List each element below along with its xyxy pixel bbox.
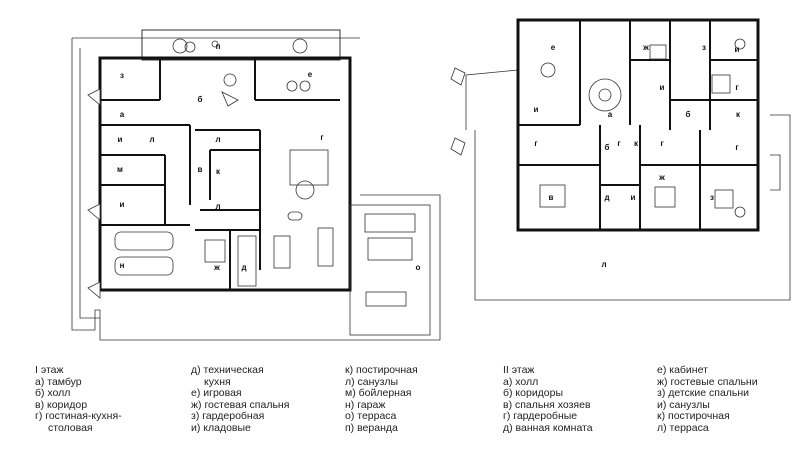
legend-item: д) ванная комната	[503, 421, 593, 434]
legend-item: к) постирочная	[345, 364, 418, 376]
legend-item: е) игровая	[191, 387, 242, 400]
floor1-terrace-outline	[71, 38, 441, 341]
legend-heading: II этаж	[503, 364, 535, 376]
legend-item: г) гардеробные	[503, 410, 578, 423]
floor1-house	[98, 56, 352, 292]
room-label: г	[660, 139, 664, 148]
legend-item: л) терраса	[657, 421, 709, 434]
floor1-legend-col3: к) постирочная л) санузлы м) бойлерная н…	[345, 364, 418, 435]
legend-item: н) гараж	[345, 398, 386, 411]
floor1-terrace	[349, 204, 431, 336]
room-label: г	[735, 83, 739, 92]
floor2-terrace-outline	[474, 114, 791, 301]
room-label: п	[216, 42, 221, 51]
room-label: л	[601, 260, 606, 269]
room-label: з	[120, 71, 124, 80]
room-label: г	[320, 133, 324, 142]
room-label: з	[702, 43, 706, 52]
room-label: л	[215, 135, 220, 144]
legend-item: б) коридоры	[503, 387, 564, 400]
legend-item: ж) гостевая спальня	[191, 398, 290, 411]
room-label: ж	[658, 173, 665, 182]
floor2-legend-col1: II этаж а) холл б) коридоры в) спальня х…	[503, 364, 593, 435]
legend-item: з) гардеробная	[191, 410, 265, 423]
legend-item: е) кабинет	[657, 364, 708, 376]
room-label: ж	[642, 43, 649, 52]
legend-item: г) гостиная-кухня-	[35, 410, 122, 423]
legend-item: кухня	[204, 375, 231, 388]
floor1-legend-col1: I этаж а) тамбур б) холл в) коридор г) г…	[35, 364, 122, 435]
room-label: б	[605, 143, 610, 152]
floor1-veranda	[141, 29, 341, 61]
legend-item: д) техническая	[191, 364, 264, 376]
room-label: е	[551, 43, 556, 52]
floor1-legend-col2: д) техническая кухня е) игровая ж) госте…	[191, 364, 290, 435]
room-label: к	[736, 110, 741, 119]
room-label: в	[198, 165, 203, 174]
room-label: и	[120, 200, 125, 209]
car-icon	[114, 256, 174, 276]
room-label: и	[534, 105, 539, 114]
room-label: ж	[213, 263, 220, 272]
legend-item: б) холл	[35, 387, 71, 400]
legend-item: м) бойлерная	[345, 387, 412, 400]
legend-item: и) санузлы	[657, 398, 710, 411]
room-label: д	[241, 263, 246, 272]
room-label: б	[686, 110, 691, 119]
room-label: з	[710, 193, 714, 202]
room-label: и	[735, 45, 740, 54]
legend-item: п) веранда	[345, 421, 398, 434]
car-icon	[114, 231, 174, 251]
room-label: е	[308, 70, 313, 79]
legend-item: л) санузлы	[345, 375, 399, 388]
legend-item: к) постирочная	[657, 410, 730, 423]
floor2-plan	[450, 18, 791, 301]
floor1-plan	[71, 29, 441, 341]
legend-item: з) детские спальни	[657, 387, 750, 400]
floor2-legend-col2: е) кабинет ж) гостевые спальни з) детски…	[657, 364, 758, 435]
room-label: г	[617, 139, 621, 148]
room-label: и	[118, 135, 123, 144]
room-label: а	[608, 110, 613, 119]
legend-item: о) терраса	[345, 410, 397, 423]
legend-item: в) коридор	[35, 398, 88, 411]
room-label: о	[416, 263, 421, 272]
legend-item: и) кладовые	[191, 421, 251, 434]
room-label: м	[117, 165, 123, 174]
legend-item: столовая	[48, 421, 93, 434]
room-label: к	[216, 167, 221, 176]
room-label: г	[534, 139, 538, 148]
legend-heading: I этаж	[35, 364, 64, 376]
room-label: б	[198, 95, 203, 104]
room-label: и	[631, 193, 636, 202]
floor1-terrace-outline-inner	[79, 48, 100, 319]
room-label: л	[215, 202, 220, 211]
floor1-room-labels: з п е б а и л л г в к м и л н ж д о	[117, 42, 421, 272]
room-label: г	[735, 143, 739, 152]
room-label: и	[660, 83, 665, 92]
floor2-room-labels: е ж з и и г а б к и г б г г г к ж в д и …	[534, 43, 741, 269]
room-label: л	[149, 135, 154, 144]
legend-item: а) тамбур	[35, 375, 82, 388]
floor-plans: з п е б а и л л г в к м и л н ж д о е ж …	[71, 18, 791, 341]
room-label: в	[549, 193, 554, 202]
legend-item: а) холл	[503, 375, 539, 388]
room-label: н	[120, 261, 125, 270]
room-label: д	[604, 193, 609, 202]
room-label: к	[634, 139, 639, 148]
room-label: а	[120, 110, 125, 119]
legend-item: в) спальня хозяев	[503, 398, 591, 411]
legend-item: ж) гостевые спальни	[657, 375, 758, 388]
